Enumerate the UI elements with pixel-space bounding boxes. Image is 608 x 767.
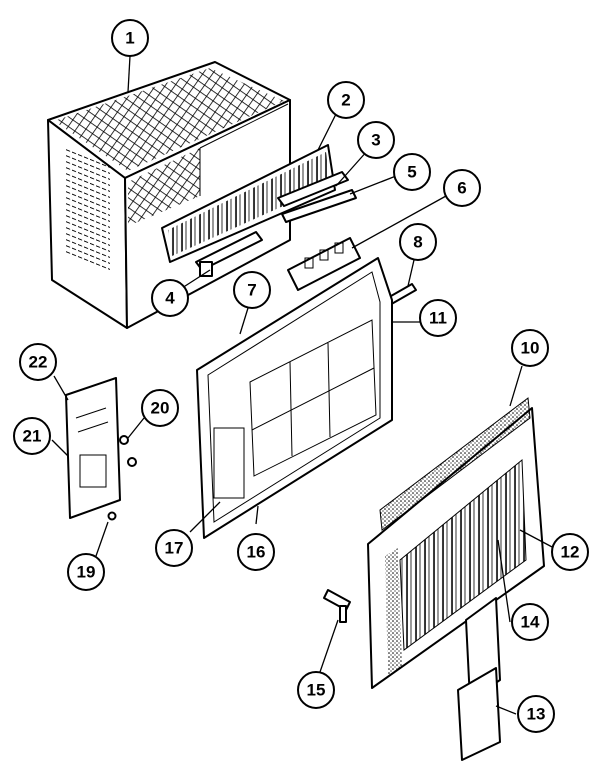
callout-2: 2 — [327, 81, 365, 119]
filter-part-13 — [457, 667, 501, 761]
control-block-part — [287, 237, 361, 291]
front-grille-part — [367, 397, 545, 689]
callout-label: 16 — [247, 543, 266, 562]
callout-label: 17 — [165, 539, 184, 558]
bracket-part-5 — [281, 189, 357, 223]
bracket-part-3 — [277, 171, 349, 207]
callout-label: 14 — [521, 613, 540, 632]
callout-label: 2 — [341, 91, 350, 110]
callout-label: 7 — [247, 281, 256, 300]
callout-5: 5 — [393, 153, 431, 191]
callout-label: 22 — [29, 353, 48, 372]
washer-part-20b — [127, 457, 137, 467]
callout-10: 10 — [511, 329, 549, 367]
callout-11: 11 — [419, 299, 457, 337]
callout-4: 4 — [151, 279, 189, 317]
callout-13: 13 — [517, 695, 555, 733]
callout-label: 6 — [457, 179, 466, 198]
callout-label: 11 — [429, 309, 447, 328]
callout-19: 19 — [67, 553, 105, 591]
callout-20: 20 — [141, 389, 179, 427]
callout-3: 3 — [357, 121, 395, 159]
leader-lines — [51, 55, 555, 715]
callout-label: 12 — [561, 543, 580, 562]
cabinet-part — [47, 61, 291, 329]
callout-14: 14 — [511, 603, 549, 641]
screw-part-19 — [107, 511, 117, 521]
louver-assembly-part — [161, 144, 336, 263]
callout-21: 21 — [13, 417, 51, 455]
callout-label: 13 — [527, 705, 546, 724]
callout-label: 8 — [413, 233, 422, 252]
callout-8: 8 — [399, 223, 437, 261]
washer-part-20a — [119, 435, 129, 445]
callout-17: 17 — [155, 529, 193, 567]
small-bracket-part-15 — [323, 589, 351, 623]
callout-label: 1 — [125, 29, 134, 48]
callout-15: 15 — [297, 671, 335, 709]
callout-label: 21 — [23, 427, 42, 446]
callout-12: 12 — [551, 533, 589, 571]
callout-22: 22 — [19, 343, 57, 381]
callout-label: 3 — [371, 131, 380, 150]
front-frame-part — [196, 257, 393, 539]
callout-1: 1 — [111, 19, 149, 57]
control-panel-part — [65, 377, 121, 519]
clip-part-4 — [195, 231, 263, 277]
callout-label: 5 — [407, 163, 416, 182]
callout-label: 15 — [307, 681, 326, 700]
callout-7: 7 — [233, 271, 271, 309]
callout-label: 20 — [151, 399, 170, 418]
callout-16: 16 — [237, 533, 275, 571]
callout-label: 4 — [165, 289, 175, 308]
callout-label: 10 — [521, 339, 540, 358]
callout-label: 19 — [77, 563, 96, 582]
callout-6: 6 — [443, 169, 481, 207]
